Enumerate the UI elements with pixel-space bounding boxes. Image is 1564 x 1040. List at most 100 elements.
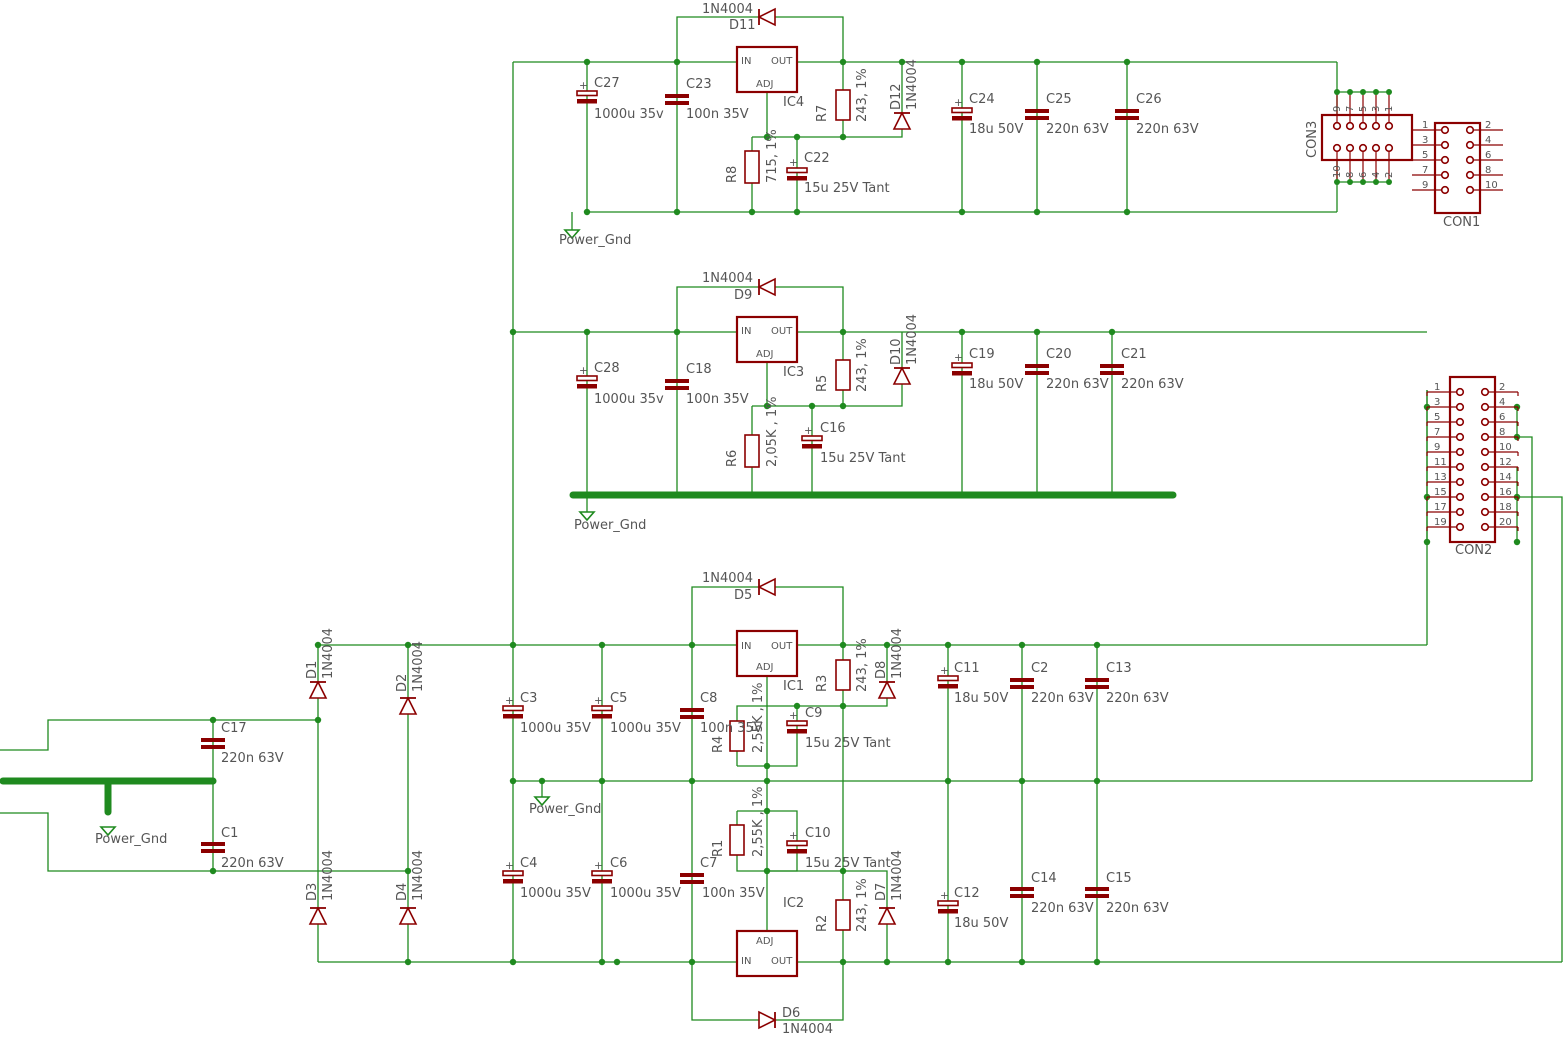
plus-sign: + — [940, 890, 949, 902]
junction — [598, 641, 606, 649]
junctions — [209, 58, 1521, 966]
pin-number: 2 — [1499, 382, 1505, 393]
svg-text:220n 63V: 220n 63V — [1031, 691, 1094, 706]
pin-number: 6 — [1485, 150, 1491, 161]
c14-capacitor — [1010, 887, 1034, 898]
svg-text:243, 1%: 243, 1% — [855, 68, 870, 122]
junction — [1093, 777, 1101, 785]
ic3-body — [735, 315, 799, 364]
junction — [583, 328, 591, 336]
d3-diode — [308, 906, 328, 925]
con2-pin — [1480, 492, 1490, 502]
c28-capacitor: + — [576, 365, 598, 389]
junction — [583, 208, 591, 216]
svg-text:220n 63V: 220n 63V — [1106, 901, 1169, 916]
pin-number: 1 — [1422, 120, 1428, 131]
c26-ref: C26 — [1136, 92, 1162, 107]
junction — [1018, 641, 1026, 649]
d12-diode — [892, 111, 912, 130]
junction — [404, 958, 412, 966]
c1-capacitor — [201, 842, 225, 853]
svg-text:15u 25V Tant: 15u 25V Tant — [804, 181, 890, 196]
con2-pin — [1480, 417, 1490, 427]
pin-number: 10 — [1332, 165, 1343, 178]
junction — [404, 641, 412, 649]
con2-pin — [1455, 507, 1465, 517]
junction — [839, 867, 847, 875]
pin-number: 6 — [1499, 412, 1505, 423]
con1-pin — [1440, 140, 1450, 150]
junction — [958, 208, 966, 216]
labels: IN OUT ADJ IC4 IN OUT ADJ IC3 IN OUT ADJ… — [95, 2, 1492, 1037]
pin-number: 8 — [1485, 165, 1491, 176]
junction — [883, 641, 891, 649]
pin-number: 10 — [1485, 180, 1498, 191]
svg-text:1000u 35V: 1000u 35V — [520, 886, 591, 901]
svg-text:18u 50V: 18u 50V — [969, 122, 1023, 137]
svg-text:220n 63V: 220n 63V — [1121, 377, 1184, 392]
c20-ref: C20 — [1046, 347, 1072, 362]
con3-ref: CON3 — [1305, 121, 1320, 158]
svg-text:220n 63V: 220n 63V — [221, 856, 284, 871]
d10-diode — [892, 366, 912, 385]
junction — [598, 958, 606, 966]
d8-ref: D8 — [874, 661, 889, 679]
c15-ref: C15 — [1106, 871, 1132, 886]
ic2-body — [735, 929, 799, 978]
c19-ref: C19 — [969, 347, 995, 362]
svg-text:100n 35V: 100n 35V — [686, 392, 749, 407]
con2-pin — [1455, 447, 1465, 457]
c12-ref: C12 — [954, 886, 980, 901]
c24-capacitor: + — [951, 97, 973, 121]
con1-pin — [1465, 170, 1475, 180]
junction — [839, 58, 847, 66]
con3-pin — [1332, 121, 1342, 131]
c2-capacitor — [1010, 678, 1034, 689]
plus-sign: + — [594, 860, 603, 872]
c4-ref: C4 — [520, 856, 537, 871]
con1-ref: CON1 — [1443, 215, 1480, 230]
svg-text:220n 63V: 220n 63V — [1136, 122, 1199, 137]
r2-ref: R2 — [815, 915, 830, 932]
svg-text:220n 63V: 220n 63V — [1031, 901, 1094, 916]
junction — [944, 958, 952, 966]
gnd-label-top: Power_Gnd — [559, 233, 631, 248]
con2-pin — [1480, 447, 1490, 457]
c5-ref: C5 — [610, 691, 627, 706]
junction — [1018, 777, 1026, 785]
capacitors: ++++++++++++++ — [201, 80, 1139, 914]
ic2-in-label: IN — [741, 956, 751, 967]
ic1-in-label: IN — [741, 641, 751, 652]
ic2-ref: IC2 — [783, 896, 804, 911]
svg-text:1N4004: 1N4004 — [702, 271, 753, 286]
d7-ref: D7 — [874, 883, 889, 901]
junction — [763, 402, 771, 410]
junction — [598, 777, 606, 785]
con3-pin — [1345, 143, 1355, 153]
r4-body — [729, 720, 745, 752]
pin-number: 2 — [1485, 120, 1491, 131]
svg-text:220n 63V: 220n 63V — [1046, 377, 1109, 392]
svg-text:220n 63V: 220n 63V — [1106, 691, 1169, 706]
con3-pin — [1358, 121, 1368, 131]
con2-ref: CON2 — [1455, 543, 1492, 558]
junction — [209, 867, 217, 875]
pin-number: 13 — [1434, 472, 1447, 483]
r2-body — [835, 899, 851, 931]
c28-ref: C28 — [594, 361, 620, 376]
junction — [314, 641, 322, 649]
pin-number: 9 — [1332, 106, 1343, 112]
junction — [958, 58, 966, 66]
c22-ref: C22 — [804, 151, 830, 166]
c2-ref: C2 — [1031, 661, 1048, 676]
pin-number: 9 — [1434, 442, 1440, 453]
con2-pin — [1480, 387, 1490, 397]
con3-pin — [1345, 121, 1355, 131]
diodes — [308, 7, 912, 1030]
junction — [673, 58, 681, 66]
input-wire-bottom — [0, 812, 213, 872]
svg-text:1N4004: 1N4004 — [905, 59, 920, 110]
pin-number: 9 — [1422, 180, 1428, 191]
pin-number: 7 — [1345, 106, 1356, 112]
junction — [509, 777, 517, 785]
